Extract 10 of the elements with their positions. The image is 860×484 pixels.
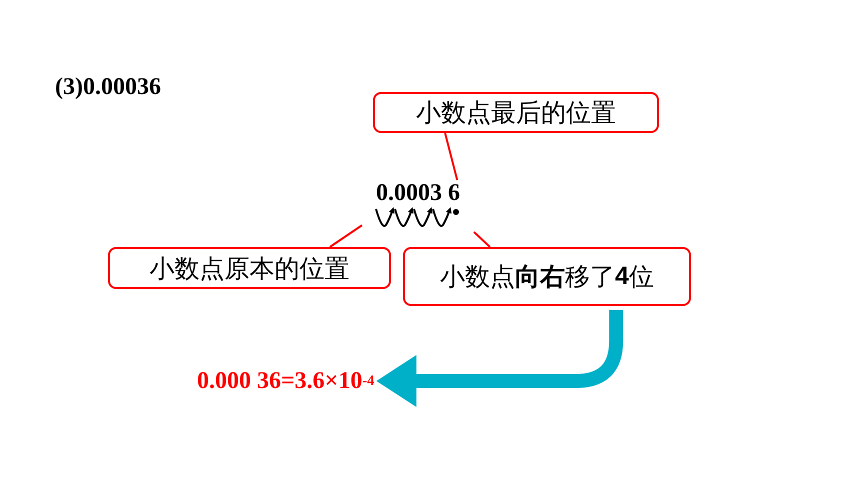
callout-box: 小数点原本的位置	[108, 247, 391, 289]
leader-line	[329, 224, 363, 248]
number-text: 0.0003 6	[376, 180, 460, 206]
problem-label: (3)0.00036	[55, 74, 161, 101]
callout-box: 小数点最后的位置	[373, 92, 659, 133]
leader-line	[473, 231, 491, 248]
curved-arrow	[376, 310, 624, 407]
equation-text: 0.000 36=3.6×10$^{-4}$	[197, 366, 374, 396]
callout-box: 小数点向右移了4位	[403, 247, 691, 306]
leader-line	[444, 132, 458, 180]
